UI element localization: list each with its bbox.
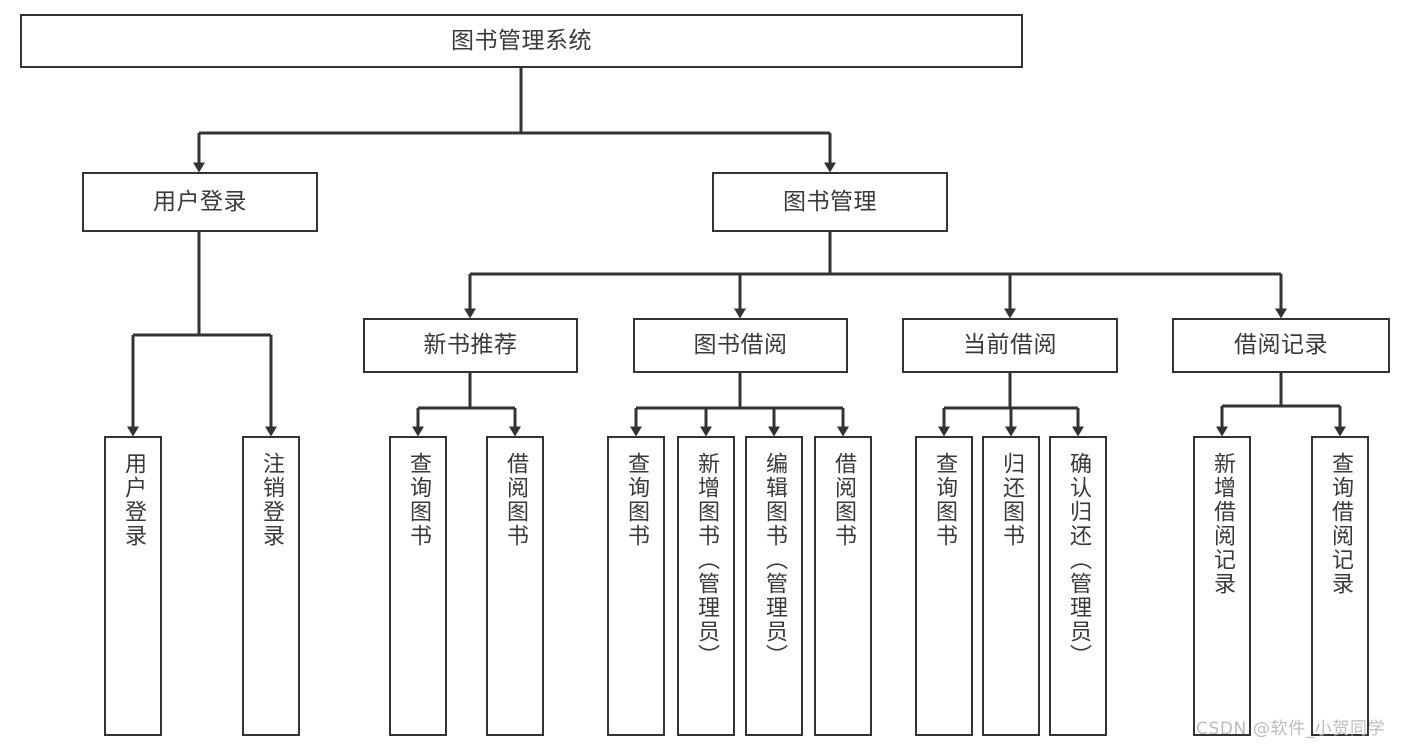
node-leaf-borrow-book-2[interactable]: 借阅图书 (814, 436, 872, 736)
node-book-management-system[interactable]: 图书管理系统 (20, 14, 1023, 68)
node-label: 当前借阅 (963, 332, 1057, 359)
node-book-management[interactable]: 图书管理 (712, 172, 948, 232)
node-borrow-record[interactable]: 借阅记录 (1172, 318, 1390, 373)
node-leaf-edit-book[interactable]: 编辑图书（管理员） (745, 436, 803, 736)
node-leaf-query-record[interactable]: 查询借阅记录 (1311, 436, 1369, 736)
node-current-borrow[interactable]: 当前借阅 (902, 318, 1118, 373)
node-label: 用户登录 (153, 188, 247, 215)
node-label: 借阅图书 (503, 452, 528, 548)
node-label: 借阅图书 (831, 452, 856, 548)
node-leaf-query-book-2[interactable]: 查询图书 (607, 436, 665, 736)
node-new-book-recommend[interactable]: 新书推荐 (363, 318, 578, 373)
node-leaf-add-book[interactable]: 新增图书（管理员） (677, 436, 735, 736)
node-leaf-user-login[interactable]: 用户登录 (104, 436, 162, 736)
node-label: 新书推荐 (423, 332, 518, 359)
node-leaf-logout-login[interactable]: 注销登录 (242, 436, 300, 736)
node-leaf-query-book-1[interactable]: 查询图书 (389, 436, 447, 736)
node-label: 编辑图书（管理员） (762, 452, 787, 668)
node-label: 图书管理系统 (451, 27, 592, 54)
node-label: 新增图书（管理员） (694, 452, 719, 668)
node-label: 查询借阅记录 (1328, 452, 1353, 596)
node-label: 归还图书 (999, 452, 1024, 548)
node-leaf-query-book-3[interactable]: 查询图书 (915, 436, 973, 736)
node-label: 注销登录 (259, 452, 284, 548)
node-label: 查询图书 (932, 452, 957, 548)
csdn-watermark: CSDN @软件_小贺同学 (1196, 719, 1386, 739)
node-leaf-return-book[interactable]: 归还图书 (982, 436, 1040, 736)
node-label: 查询图书 (406, 452, 431, 548)
node-label: 确认归还（管理员） (1066, 452, 1091, 668)
node-label: 查询图书 (624, 452, 649, 548)
node-label: 图书管理 (783, 188, 877, 215)
node-label: 图书借阅 (693, 332, 788, 359)
node-label: 新增借阅记录 (1210, 452, 1235, 596)
node-user-login[interactable]: 用户登录 (82, 172, 318, 232)
node-book-borrow[interactable]: 图书借阅 (633, 318, 848, 373)
node-leaf-add-record[interactable]: 新增借阅记录 (1193, 436, 1251, 736)
node-label: 用户登录 (121, 452, 146, 548)
node-leaf-confirm-return[interactable]: 确认归还（管理员） (1049, 436, 1107, 736)
node-label: 借阅记录 (1234, 332, 1328, 359)
node-leaf-borrow-book-1[interactable]: 借阅图书 (486, 436, 544, 736)
